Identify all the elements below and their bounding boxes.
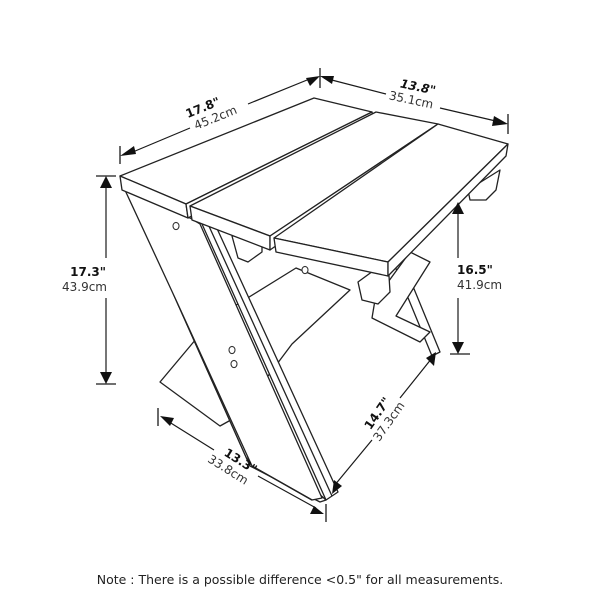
support-brackets <box>231 169 501 305</box>
measurement-note: Note : There is a possible difference <0… <box>96 572 504 587</box>
bolt-hole <box>172 221 180 231</box>
bolt-hole <box>301 265 309 275</box>
top-slat-right <box>273 123 509 277</box>
dimension-clearance: 16.5" 41.9cm <box>450 202 502 355</box>
back-leg-assembly <box>371 249 441 357</box>
clearance-cm: 41.9cm <box>457 278 502 292</box>
dimension-depth: 13.8" 35.1cm <box>320 76 509 134</box>
dimension-height: 17.3" 43.9cm <box>62 175 116 385</box>
dimension-leg-span: 14.7" 37.3cm <box>332 352 436 494</box>
height-cm: 43.9cm <box>62 280 107 294</box>
bolt-hole <box>228 345 236 355</box>
table-top <box>119 97 509 277</box>
height-inches: 17.3" <box>70 265 106 279</box>
bolt-hole <box>230 359 238 369</box>
clearance-inches: 16.5" <box>457 263 493 277</box>
bolt-holes <box>172 221 309 369</box>
